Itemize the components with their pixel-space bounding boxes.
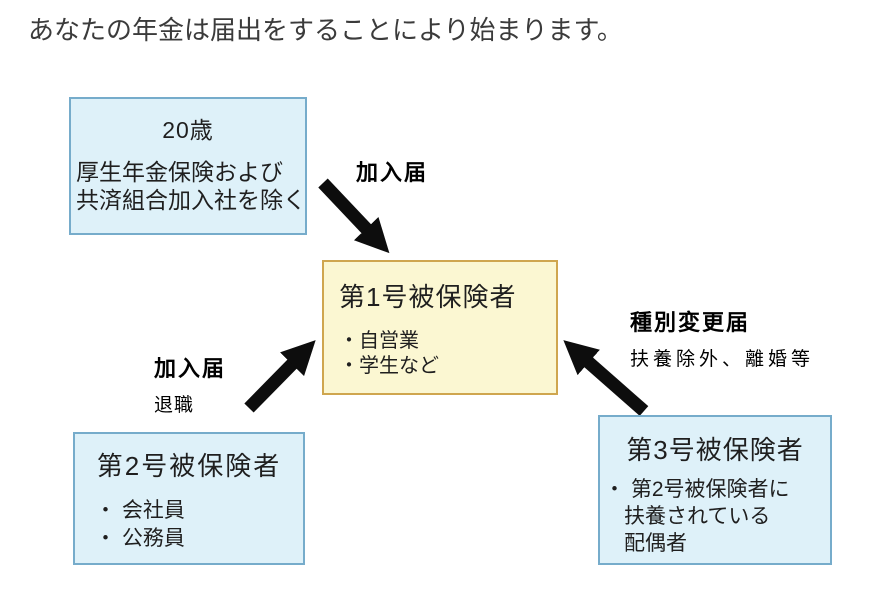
box-insured-no3: 第3号被保険者 ・ 第2号被保険者に 扶養されている 配偶者	[598, 415, 832, 565]
box-age-20-note-line-2: 共済組合加入社を除く	[76, 187, 306, 213]
arrow-label-enrollment-left-sub: 退職	[154, 395, 195, 416]
arrow-insured2-to-insured1-icon	[244, 340, 316, 413]
box-insured-no3-heading: 第3号被保険者	[626, 435, 804, 465]
box-age-20-note-line-1: 厚生年金保険および	[76, 159, 283, 185]
box-age-20-heading: 20歳	[162, 117, 214, 143]
arrow-label-category-change-sub: 扶養除外、離婚等	[630, 349, 815, 370]
box-insured-no3-item: ・ 第2号被保険者に	[604, 478, 790, 501]
box-insured-no1: 第1号被保険者 ・自営業 ・学生など	[322, 260, 558, 395]
box-insured-no3-item: 配偶者	[624, 532, 687, 555]
box-age-20: 20歳 厚生年金保険および 共済組合加入社を除く	[69, 97, 307, 235]
box-insured-no2: 第2号被保険者 ・ 会社員 ・ 公務員	[73, 432, 305, 565]
box-insured-no1-item: ・自営業	[339, 330, 419, 352]
box-insured-no1-item: ・学生など	[339, 355, 439, 377]
box-insured-no1-heading: 第1号被保険者	[339, 282, 517, 312]
arrow-label-enrollment-top-title: 加入届	[356, 160, 429, 185]
arrow-label-enrollment-top: 加入届	[356, 155, 428, 187]
box-insured-no2-item: ・ 会社員	[95, 499, 185, 522]
box-insured-no3-item: 扶養されている	[624, 505, 771, 528]
box-insured-no2-item: ・ 公務員	[95, 527, 185, 550]
page-title: あなたの年金は届出をすることにより始まります。	[28, 15, 623, 45]
arrow-label-category-change: 種別変更届 扶養除外、離婚等	[630, 305, 814, 371]
arrow-label-enrollment-left-title: 加入届	[154, 356, 227, 381]
arrow-label-enrollment-left: 加入届 退職	[154, 351, 226, 417]
arrow-label-category-change-title: 種別変更届	[630, 310, 751, 335]
box-insured-no2-heading: 第2号被保険者	[96, 451, 282, 481]
arrow-age20-to-insured1-icon	[318, 178, 390, 254]
